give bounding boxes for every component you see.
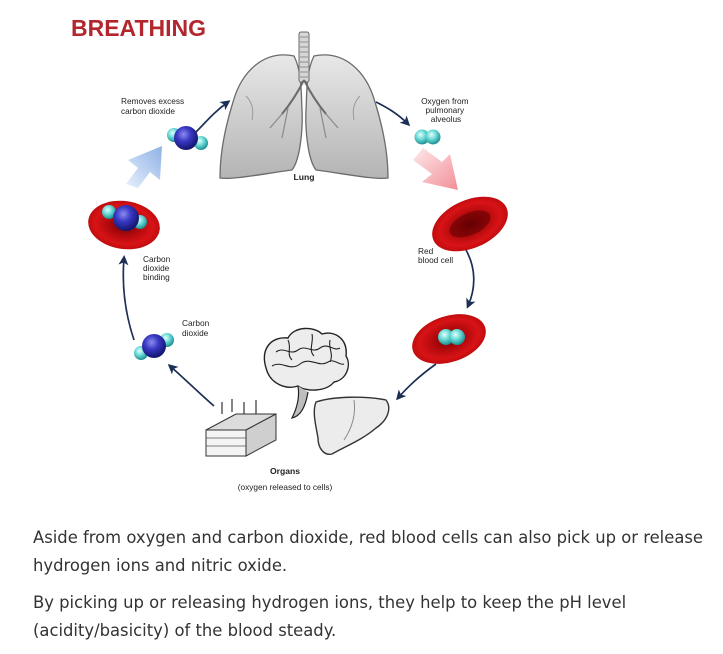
co2-binding-label: Carbon dioxide binding (143, 254, 173, 282)
red-blood-cell-label: Red blood cell (418, 246, 453, 265)
article-body: Aside from oxygen and carbon dioxide, re… (33, 524, 703, 654)
carbon-dioxide-molecule-icon (167, 126, 208, 150)
removes-co2-label: Removes excess carbon dioxide (121, 96, 186, 116)
red-blood-cell-icon (432, 196, 508, 252)
blue-arrow-up (126, 146, 162, 188)
carbon-dioxide-molecule-icon (134, 333, 174, 360)
lungs-icon (219, 31, 389, 180)
co2-bound-red-blood-cell-icon (88, 200, 160, 250)
arrow-co2-up (118, 255, 135, 341)
brain-icon (263, 327, 350, 419)
organs-sublabel: (oxygen released to cells) (238, 482, 333, 492)
pink-arrow-down (413, 148, 458, 190)
oxygen-source-label: Oxygen from pulmonary alveolus (421, 96, 471, 124)
skin-tissue-icon (205, 399, 277, 457)
arrow-from-organs (167, 364, 215, 407)
diagram-title: BREATHING (71, 15, 206, 41)
carbon-dioxide-label: Carbon dioxide (182, 318, 212, 338)
arrow-from-lung (375, 101, 411, 127)
arrow-to-lung (195, 100, 231, 133)
arrow-to-organs (396, 363, 437, 401)
organs-label: Organs (270, 466, 300, 476)
paragraph: Aside from oxygen and carbon dioxide, re… (33, 528, 703, 575)
paragraph: By picking up or releasing hydrogen ions… (33, 593, 627, 640)
breathing-diagram: BREATHING Lung Removes excess carbon dio… (71, 15, 508, 492)
arrow-rbc-down (465, 249, 476, 309)
oxygen-molecule-icon (414, 129, 441, 145)
lung-label: Lung (294, 172, 315, 182)
liver-icon (313, 396, 390, 455)
oxygenated-red-blood-cell-icon (412, 314, 486, 364)
